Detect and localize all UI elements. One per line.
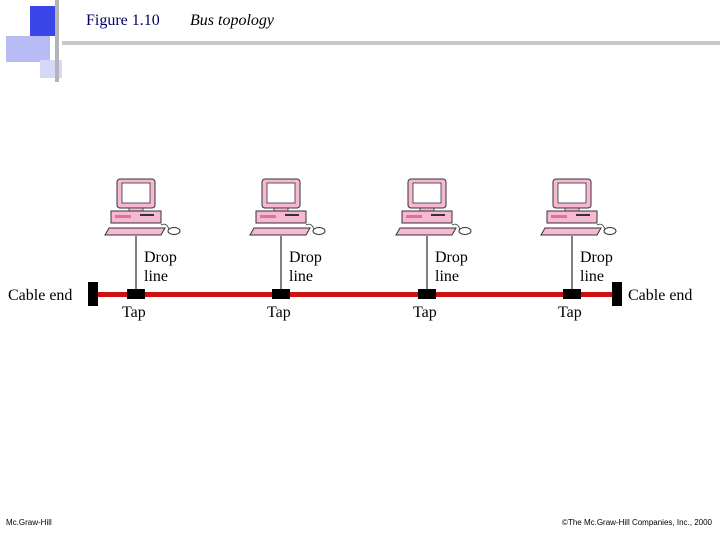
- tap-connector: [272, 289, 290, 299]
- tap-label: Tap: [413, 304, 437, 321]
- drop-line-label-word1: Drop: [435, 249, 468, 266]
- cable-end-left-terminator: [88, 282, 98, 306]
- cable-end-right-label: Cable end: [628, 287, 692, 304]
- computer-screen: [121, 182, 151, 204]
- tap-connector: [563, 289, 581, 299]
- computer-screen: [266, 182, 296, 204]
- drive-slot-2: [431, 214, 445, 216]
- mouse: [167, 227, 181, 235]
- mouse: [458, 227, 472, 235]
- mouse: [603, 227, 617, 235]
- drop-line-label-word2: line: [289, 268, 313, 285]
- deco-square-light: [6, 36, 50, 62]
- drive-slot-2: [140, 214, 154, 216]
- drive-slot-2: [576, 214, 590, 216]
- cable-end-right-terminator: [612, 282, 622, 306]
- tap-connector: [418, 289, 436, 299]
- drop-line-label-word1: Drop: [289, 249, 322, 266]
- computer-screen: [557, 182, 587, 204]
- keyboard: [249, 227, 311, 236]
- keyboard: [104, 227, 166, 236]
- bus-cable: [96, 292, 616, 297]
- mouse-cable: [596, 223, 606, 230]
- drive-slot: [260, 215, 276, 218]
- header-rule: [62, 41, 720, 45]
- figure-title: Bus topology: [190, 12, 274, 29]
- mouse-cable: [160, 223, 170, 230]
- drop-line-label-word1: Drop: [580, 249, 613, 266]
- mouse-cable: [305, 223, 315, 230]
- computer-screen: [412, 182, 442, 204]
- mouse: [312, 227, 326, 235]
- keyboard: [540, 227, 602, 236]
- footer-publisher: Mc.Graw-Hill: [6, 518, 52, 527]
- drive-slot: [551, 215, 567, 218]
- mouse-cable: [451, 223, 461, 230]
- drive-slot-2: [285, 214, 299, 216]
- cable-end-left-label: Cable end: [8, 287, 72, 304]
- drop-line-label-word2: line: [144, 268, 168, 285]
- drop-line-label-word2: line: [435, 268, 459, 285]
- drop-line-label-word2: line: [580, 268, 604, 285]
- keyboard: [395, 227, 457, 236]
- drop-line-label-word1: Drop: [144, 249, 177, 266]
- tap-label: Tap: [267, 304, 291, 321]
- drive-slot: [115, 215, 131, 218]
- drive-slot: [406, 215, 422, 218]
- tap-label: Tap: [558, 304, 582, 321]
- deco-square-dark: [30, 6, 58, 36]
- deco-vertical-rule: [55, 0, 59, 82]
- figure-label: Figure 1.10: [86, 12, 160, 29]
- tap-label: Tap: [122, 304, 146, 321]
- footer-copyright: ©The Mc.Graw-Hill Companies, Inc., 2000: [562, 518, 712, 527]
- tap-connector: [127, 289, 145, 299]
